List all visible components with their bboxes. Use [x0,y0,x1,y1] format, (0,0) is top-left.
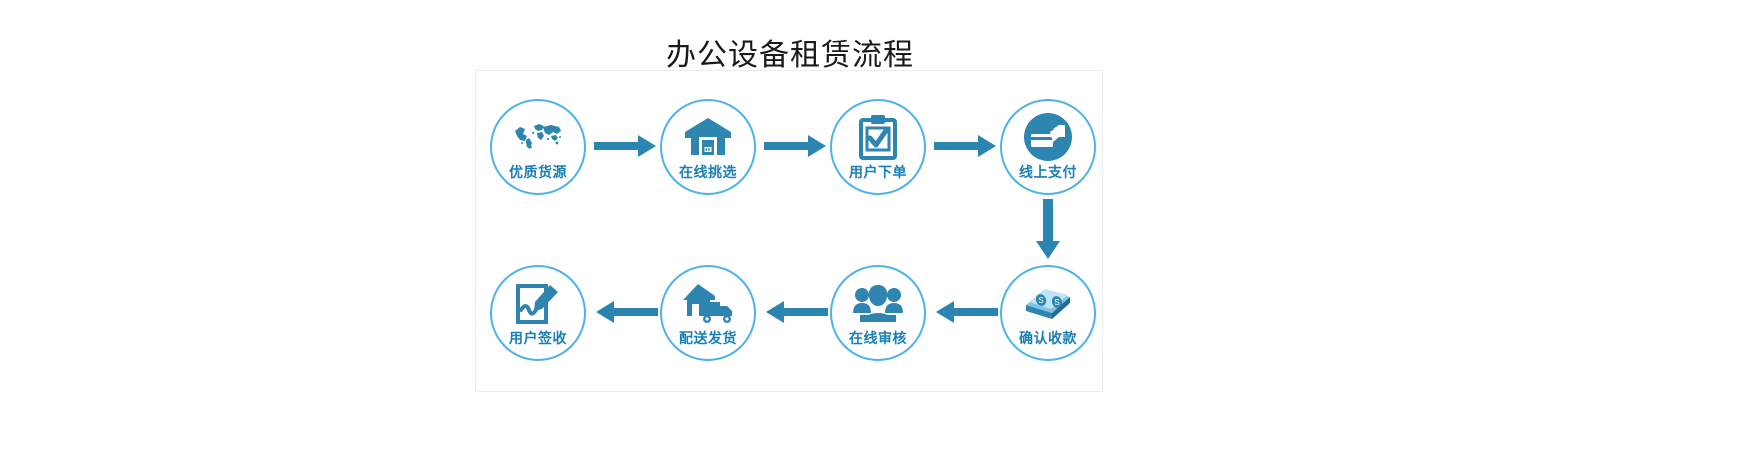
flow-node-step-3[interactable]: 用户下单 [830,99,926,195]
flow-node-step-1[interactable]: 优质货源 [490,99,586,195]
flow-arrow-right-2 [764,133,828,159]
flow-node-label: 用户签收 [509,330,567,346]
page-title: 办公设备租赁流程 [666,39,914,72]
flow-node-step-5[interactable]: S S 确认收款 [1000,265,1096,361]
flow-node-label: 在线审核 [849,330,907,346]
flow-arrow-right-3 [934,133,998,159]
delivery-truck-icon [682,277,734,329]
people-group-icon [852,277,904,329]
diagram-frame: 优质货源 在线挑选 [475,70,1103,392]
flow-arrow-left-3 [594,299,658,325]
flow-arrow-right-1 [594,133,658,159]
svg-text:S: S [1038,296,1043,305]
flow-node-label: 在线挑选 [679,164,737,180]
flow-node-step-8[interactable]: 用户签收 [490,265,586,361]
flow-node-label: 确认收款 [1019,330,1077,346]
svg-text:S: S [1054,298,1059,307]
flow-arrow-down [1035,199,1061,261]
flow-node-step-2[interactable]: 在线挑选 [660,99,756,195]
flow-node-step-6[interactable]: 在线审核 [830,265,926,361]
clipboard-check-icon [852,111,904,163]
flow-node-step-4[interactable]: 线上支付 [1000,99,1096,195]
flow-arrow-left-2 [764,299,828,325]
card-payment-icon [1022,111,1074,163]
money-stack-icon: S S [1022,277,1074,329]
flow-node-label: 线上支付 [1019,164,1077,180]
flow-node-label: 用户下单 [849,164,907,180]
flow-node-step-7[interactable]: 配送发货 [660,265,756,361]
flow-node-label: 优质货源 [509,164,567,180]
signature-document-icon [512,277,564,329]
world-map-icon [512,111,564,163]
flow-arrow-left-1 [934,299,998,325]
warehouse-icon [682,111,734,163]
flow-node-label: 配送发货 [679,330,737,346]
